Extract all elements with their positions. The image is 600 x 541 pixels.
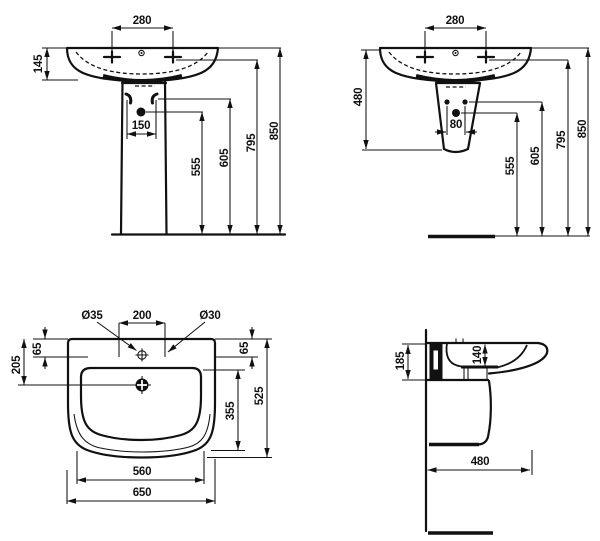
dim-795-label: 795 bbox=[556, 130, 568, 149]
dim-150-label: 150 bbox=[132, 120, 151, 132]
drain-hole-symbol bbox=[452, 109, 460, 117]
overflow-hole-icon bbox=[452, 49, 459, 57]
front-view-semi-pedestal: 280 480 80 555 605 795 850 bbox=[353, 15, 591, 239]
bowl-back-profile bbox=[445, 342, 469, 368]
basin-outline bbox=[66, 337, 217, 459]
semi-pedestal-outline bbox=[434, 81, 482, 154]
inner-bowl-hidden-line bbox=[388, 51, 522, 75]
dim-555-label: 555 bbox=[505, 156, 517, 175]
dim-480-label: 480 bbox=[353, 88, 365, 107]
dia-35-label: Ø35 bbox=[81, 310, 103, 322]
dim-795-label: 795 bbox=[246, 133, 258, 152]
dim-555-label: 555 bbox=[191, 157, 203, 176]
plan-view: Ø35 200 Ø30 65 205 65 355 525 560 650 bbox=[11, 310, 272, 504]
dia30-leader bbox=[167, 321, 206, 353]
tap-hole-symbol bbox=[135, 348, 149, 362]
inner-bowl-outline bbox=[79, 366, 203, 442]
dim-185-label: 185 bbox=[395, 351, 407, 370]
pedestal-outline bbox=[119, 80, 168, 236]
side-view: 185 140 480 bbox=[395, 328, 549, 535]
dim-205-label: 205 bbox=[11, 355, 23, 374]
tap-hole-ticks bbox=[455, 338, 464, 343]
shroud-front-edge bbox=[476, 379, 492, 446]
dim-560-label: 560 bbox=[133, 466, 152, 478]
rim-front-edge bbox=[73, 413, 211, 453]
dim-65L-label: 65 bbox=[32, 342, 44, 355]
dia-30-label: Ø30 bbox=[199, 310, 220, 322]
dim-280-label: 280 bbox=[133, 15, 152, 27]
extension-lines bbox=[42, 31, 281, 139]
extension-lines bbox=[361, 31, 589, 151]
dim-355-label: 355 bbox=[225, 401, 237, 420]
fixing-notch-right bbox=[150, 92, 159, 105]
dim-65R-label: 65 bbox=[239, 341, 251, 354]
fixing-hole-right bbox=[462, 99, 468, 105]
dim-650-label: 650 bbox=[133, 487, 152, 499]
dim-140-label: 140 bbox=[472, 346, 484, 365]
dim-280-label: 280 bbox=[446, 15, 465, 27]
extension-lines bbox=[402, 343, 533, 475]
front-view-pedestal: 280 145 150 555 605 795 850 bbox=[33, 15, 287, 236]
fixing-hole-left bbox=[444, 99, 450, 105]
dim-850-label: 850 bbox=[269, 122, 281, 141]
dim-605-label: 605 bbox=[530, 146, 542, 165]
drain-hole-symbol bbox=[136, 107, 146, 117]
fixing-notch-left bbox=[124, 92, 133, 105]
overflow-channel bbox=[433, 350, 438, 370]
dim-80-label: 80 bbox=[450, 119, 462, 131]
dim-200-label: 200 bbox=[133, 310, 152, 322]
drain-hole-symbol bbox=[133, 376, 151, 394]
drain-outlet-box bbox=[463, 367, 488, 381]
overflow-hole-icon bbox=[138, 49, 145, 57]
basin-underside bbox=[415, 74, 496, 83]
dim-605-label: 605 bbox=[219, 148, 231, 167]
dim-850-label: 850 bbox=[577, 120, 589, 139]
dim-145-label: 145 bbox=[33, 54, 45, 73]
extension-lines bbox=[18, 323, 272, 504]
dia35-leader bbox=[96, 321, 137, 351]
basin-profile bbox=[424, 341, 549, 375]
dim-480-label: 480 bbox=[471, 456, 490, 468]
dim-525-label: 525 bbox=[254, 386, 266, 405]
inner-bowl-hidden-line bbox=[75, 51, 209, 75]
rim-inner-edge bbox=[496, 344, 528, 369]
basin-outline bbox=[65, 46, 220, 83]
basin-underside bbox=[102, 74, 183, 83]
